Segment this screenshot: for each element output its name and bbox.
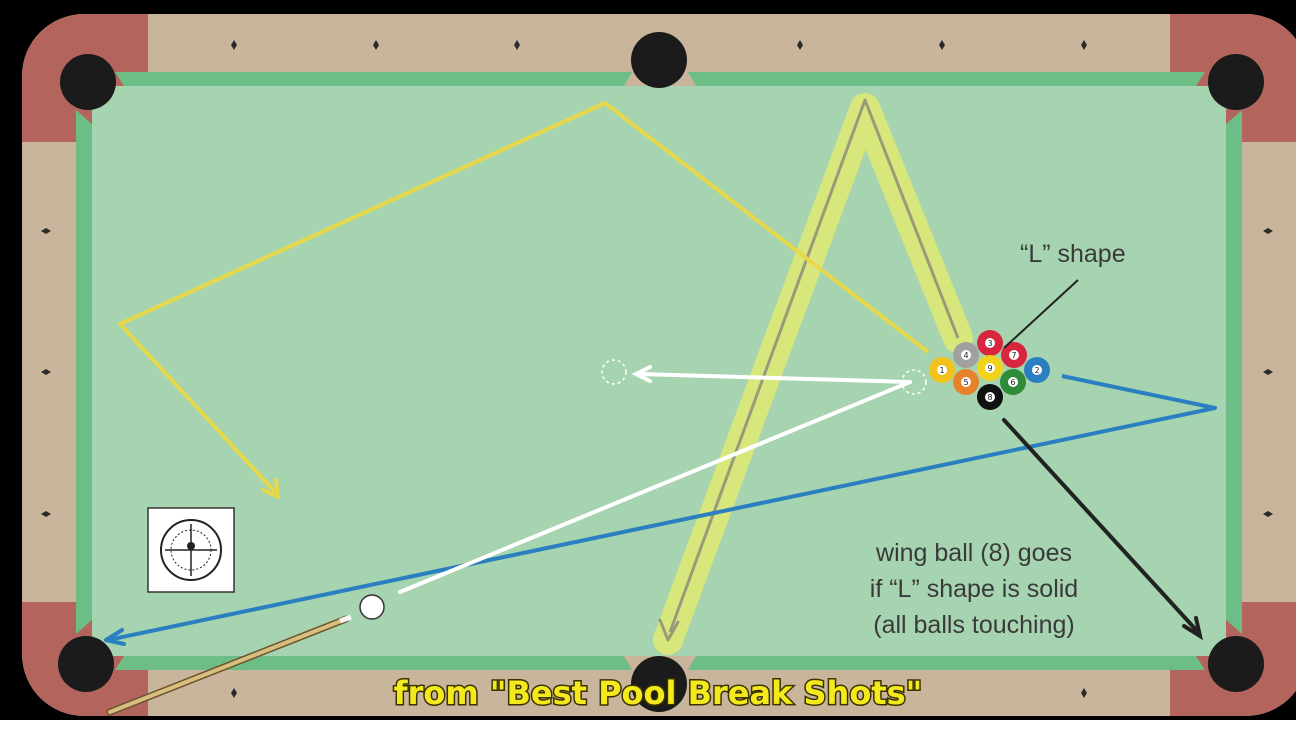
- ball-8: 8: [977, 384, 1003, 410]
- ball-number: 3: [987, 339, 992, 348]
- ball-number: 2: [1034, 366, 1039, 375]
- ball-number: 9: [987, 364, 992, 373]
- ball-4: 4: [953, 342, 979, 368]
- cushion-top-left: [115, 72, 632, 86]
- wing-ball-note-line3: (all balls touching): [873, 611, 1075, 639]
- ball-6: 6: [1000, 369, 1026, 395]
- ball-number: 7: [1011, 351, 1016, 360]
- pocket-top-right: [1208, 54, 1264, 110]
- target-dot: [187, 542, 195, 550]
- pocket-top-left: [60, 54, 116, 110]
- ball-3: 3: [977, 330, 1003, 356]
- pocket-top-middle: [631, 32, 687, 88]
- ball-2: 2: [1024, 357, 1050, 383]
- table-felt: [92, 86, 1226, 656]
- wing-ball-note-line1: wing ball (8) goes: [875, 539, 1072, 567]
- ball-number: 5: [963, 378, 968, 387]
- pocket-bottom-right: [1208, 636, 1264, 692]
- cue-ball: [360, 595, 384, 619]
- ball-number: 4: [963, 351, 968, 360]
- ball-number: 8: [987, 393, 992, 402]
- ball-1: 1: [929, 357, 955, 383]
- ball-number: 1: [939, 366, 944, 375]
- cushion-left: [76, 110, 92, 634]
- cushion-bottom-left: [115, 656, 632, 670]
- ball-5: 5: [953, 369, 979, 395]
- cushion-right: [1226, 110, 1242, 634]
- video-caption: from "Best Pool Break Shots": [394, 674, 923, 712]
- wing-ball-note-line2: if “L” shape is solid: [870, 575, 1078, 603]
- cushion-bottom-right: [688, 656, 1205, 670]
- pocket-bottom-left: [58, 636, 114, 692]
- target-crosshair-icon: [148, 508, 234, 592]
- cushion-top-right: [688, 72, 1205, 86]
- l-shape-label: “L” shape: [1020, 240, 1126, 268]
- ball-number: 6: [1010, 378, 1015, 387]
- frame-bottom-white: [0, 720, 1296, 730]
- ball-9: 9: [977, 355, 1003, 381]
